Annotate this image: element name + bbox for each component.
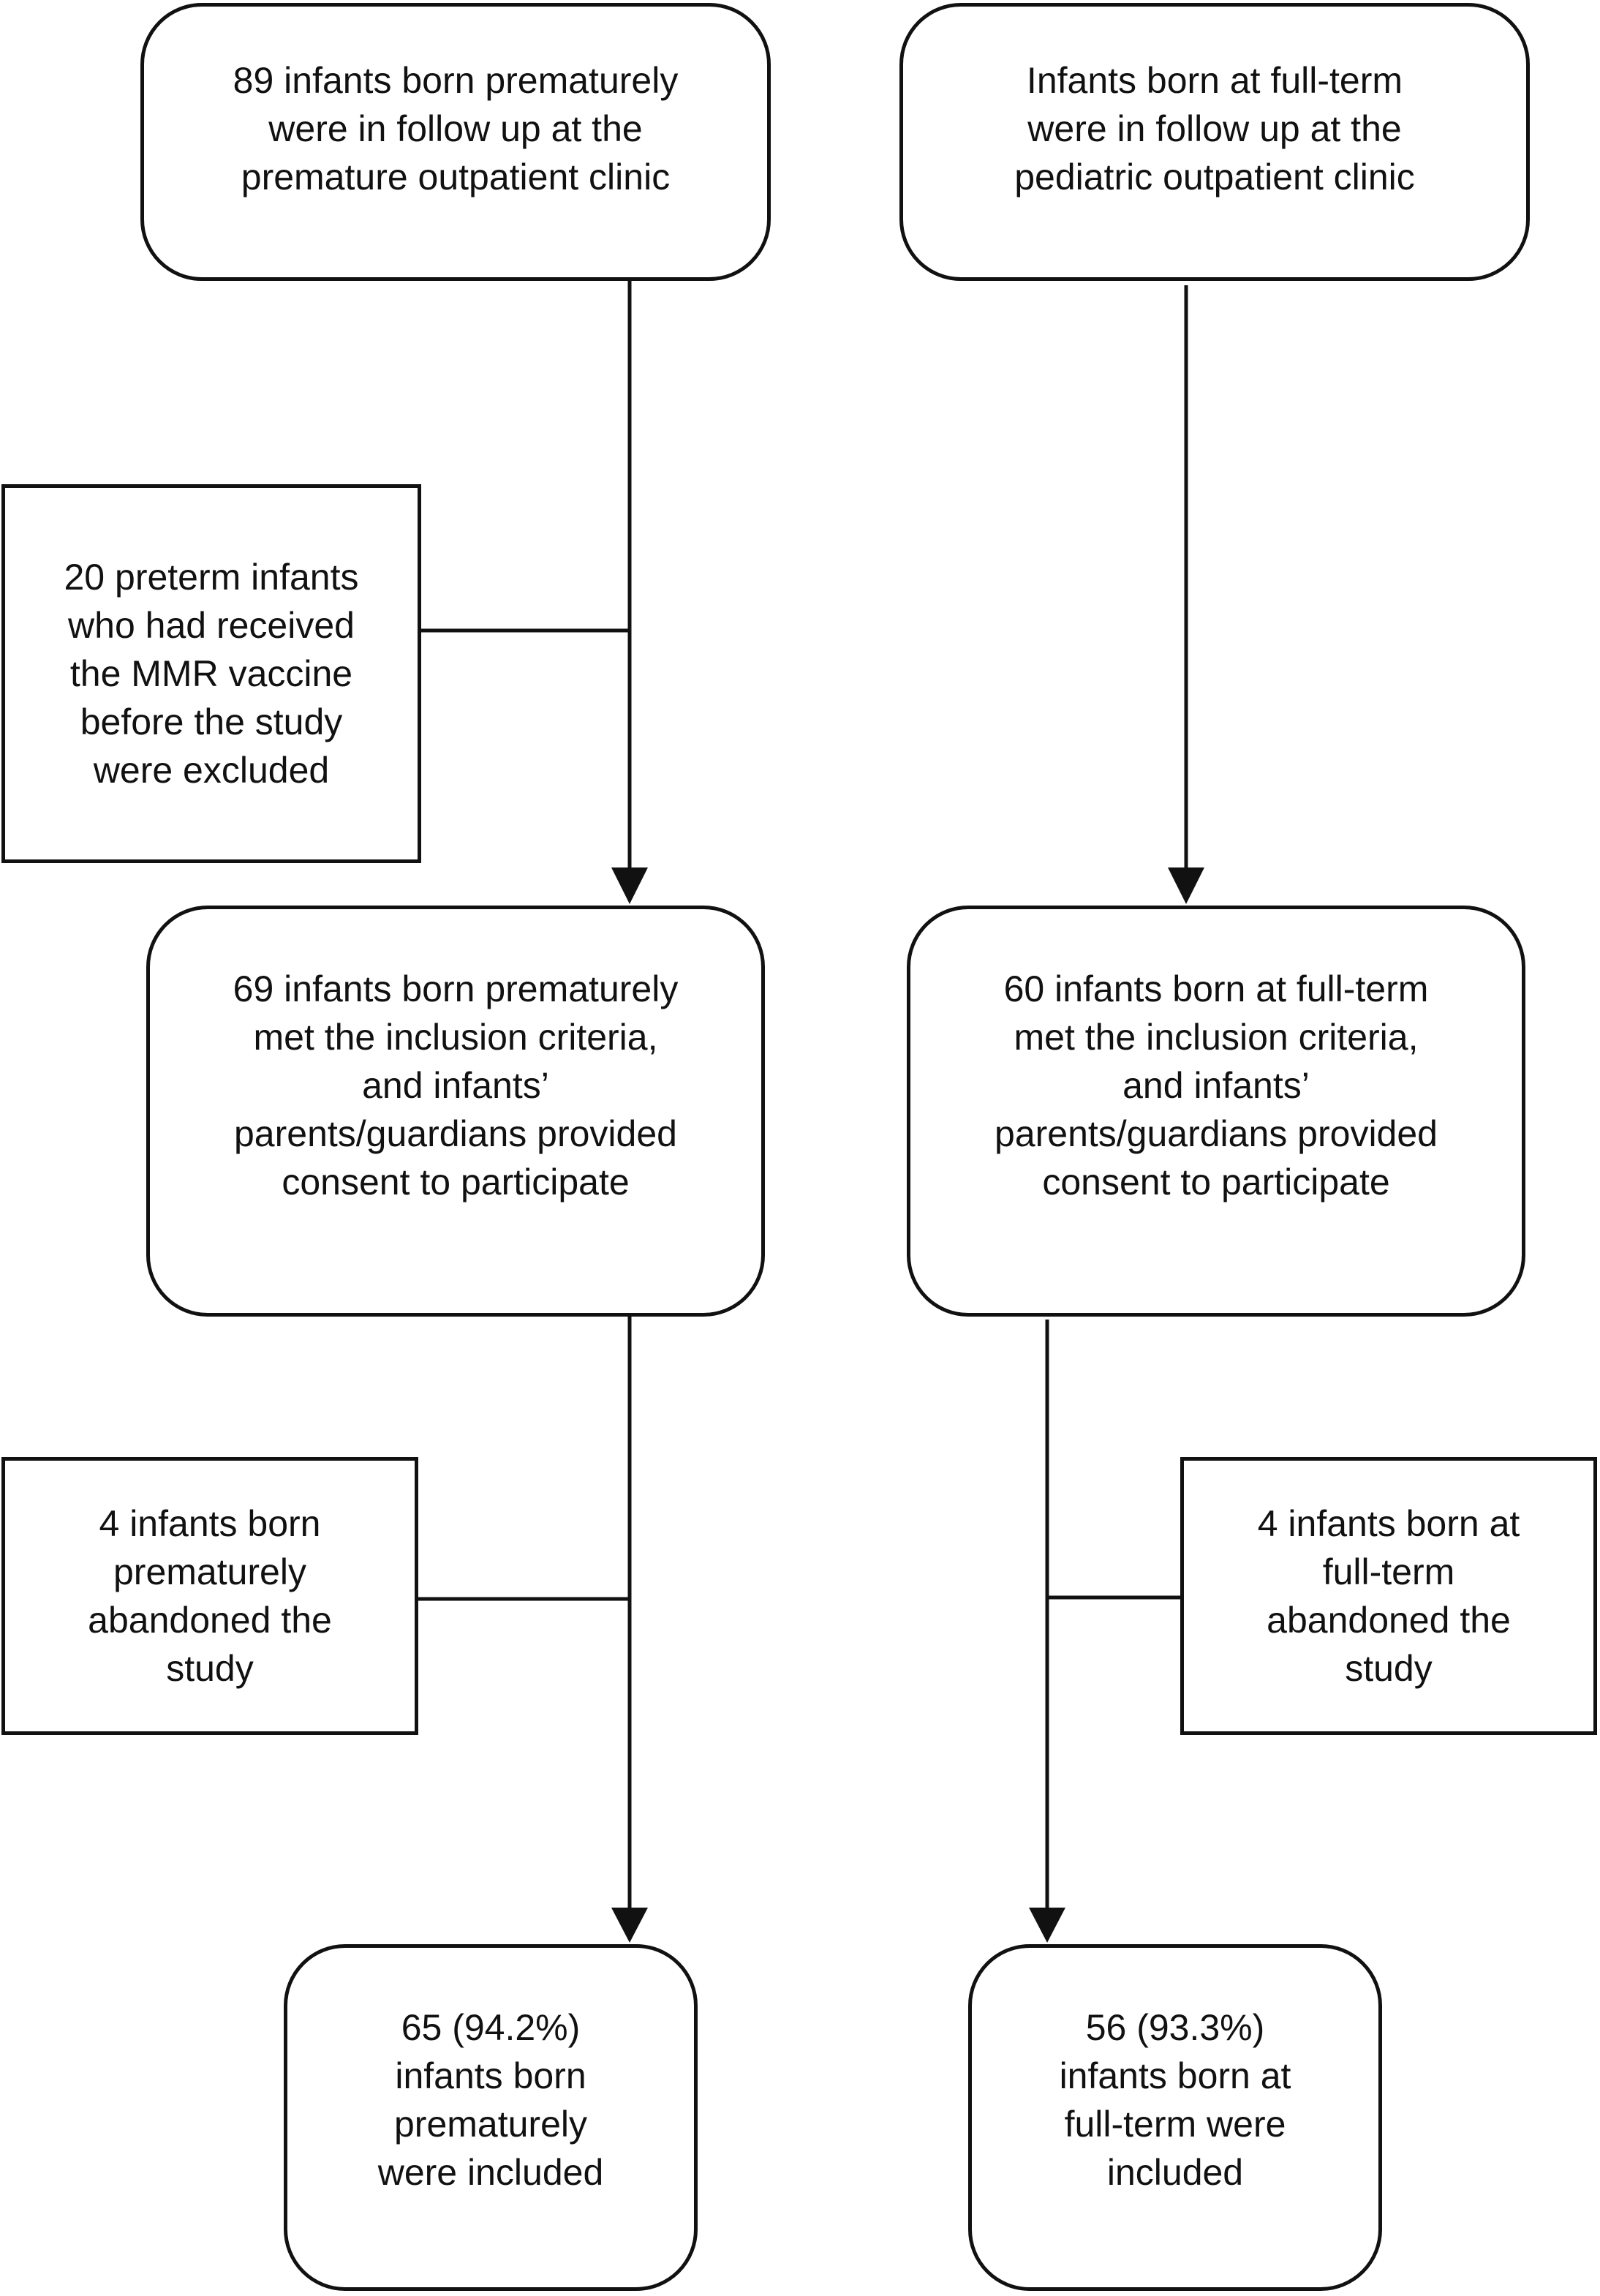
- premature-dropout-box: 4 infants born prematurely abandoned the…: [1, 1457, 418, 1735]
- premature-dropout-text: 4 infants born prematurely abandoned the…: [88, 1503, 332, 1689]
- arrowhead-fullterm-criteria: [1168, 867, 1204, 904]
- premature-included-text: 65 (94.2%) infants born prematurely were…: [377, 2007, 604, 2193]
- fullterm-criteria-text: 60 infants born at full-term met the inc…: [995, 968, 1438, 1202]
- fullterm-included-text: 56 (93.3%) infants born at full-term wer…: [1059, 2007, 1291, 2193]
- premature-start-box: 89 infants born prematurely were in foll…: [140, 3, 771, 281]
- premature-criteria-text: 69 infants born prematurely met the incl…: [233, 968, 679, 1202]
- arrowhead-premature-criteria: [611, 867, 648, 904]
- preterm-excluded-text: 20 preterm infants who had received the …: [64, 557, 359, 791]
- arrowhead-fullterm-included: [1029, 1908, 1065, 1943]
- preterm-excluded-box: 20 preterm infants who had received the …: [1, 484, 421, 863]
- premature-included-box: 65 (94.2%) infants born prematurely were…: [284, 1944, 698, 2291]
- fullterm-included-box: 56 (93.3%) infants born at full-term wer…: [968, 1944, 1382, 2291]
- premature-start-text: 89 infants born prematurely were in foll…: [233, 60, 679, 197]
- fullterm-criteria-box: 60 infants born at full-term met the inc…: [907, 906, 1525, 1317]
- arrowhead-premature-included: [611, 1908, 648, 1943]
- fullterm-start-box: Infants born at full-term were in follow…: [899, 3, 1530, 281]
- premature-criteria-box: 69 infants born prematurely met the incl…: [146, 906, 765, 1317]
- fullterm-dropout-text: 4 infants born at full-term abandoned th…: [1257, 1503, 1520, 1689]
- fullterm-dropout-box: 4 infants born at full-term abandoned th…: [1180, 1457, 1597, 1735]
- fullterm-start-text: Infants born at full-term were in follow…: [1014, 60, 1415, 197]
